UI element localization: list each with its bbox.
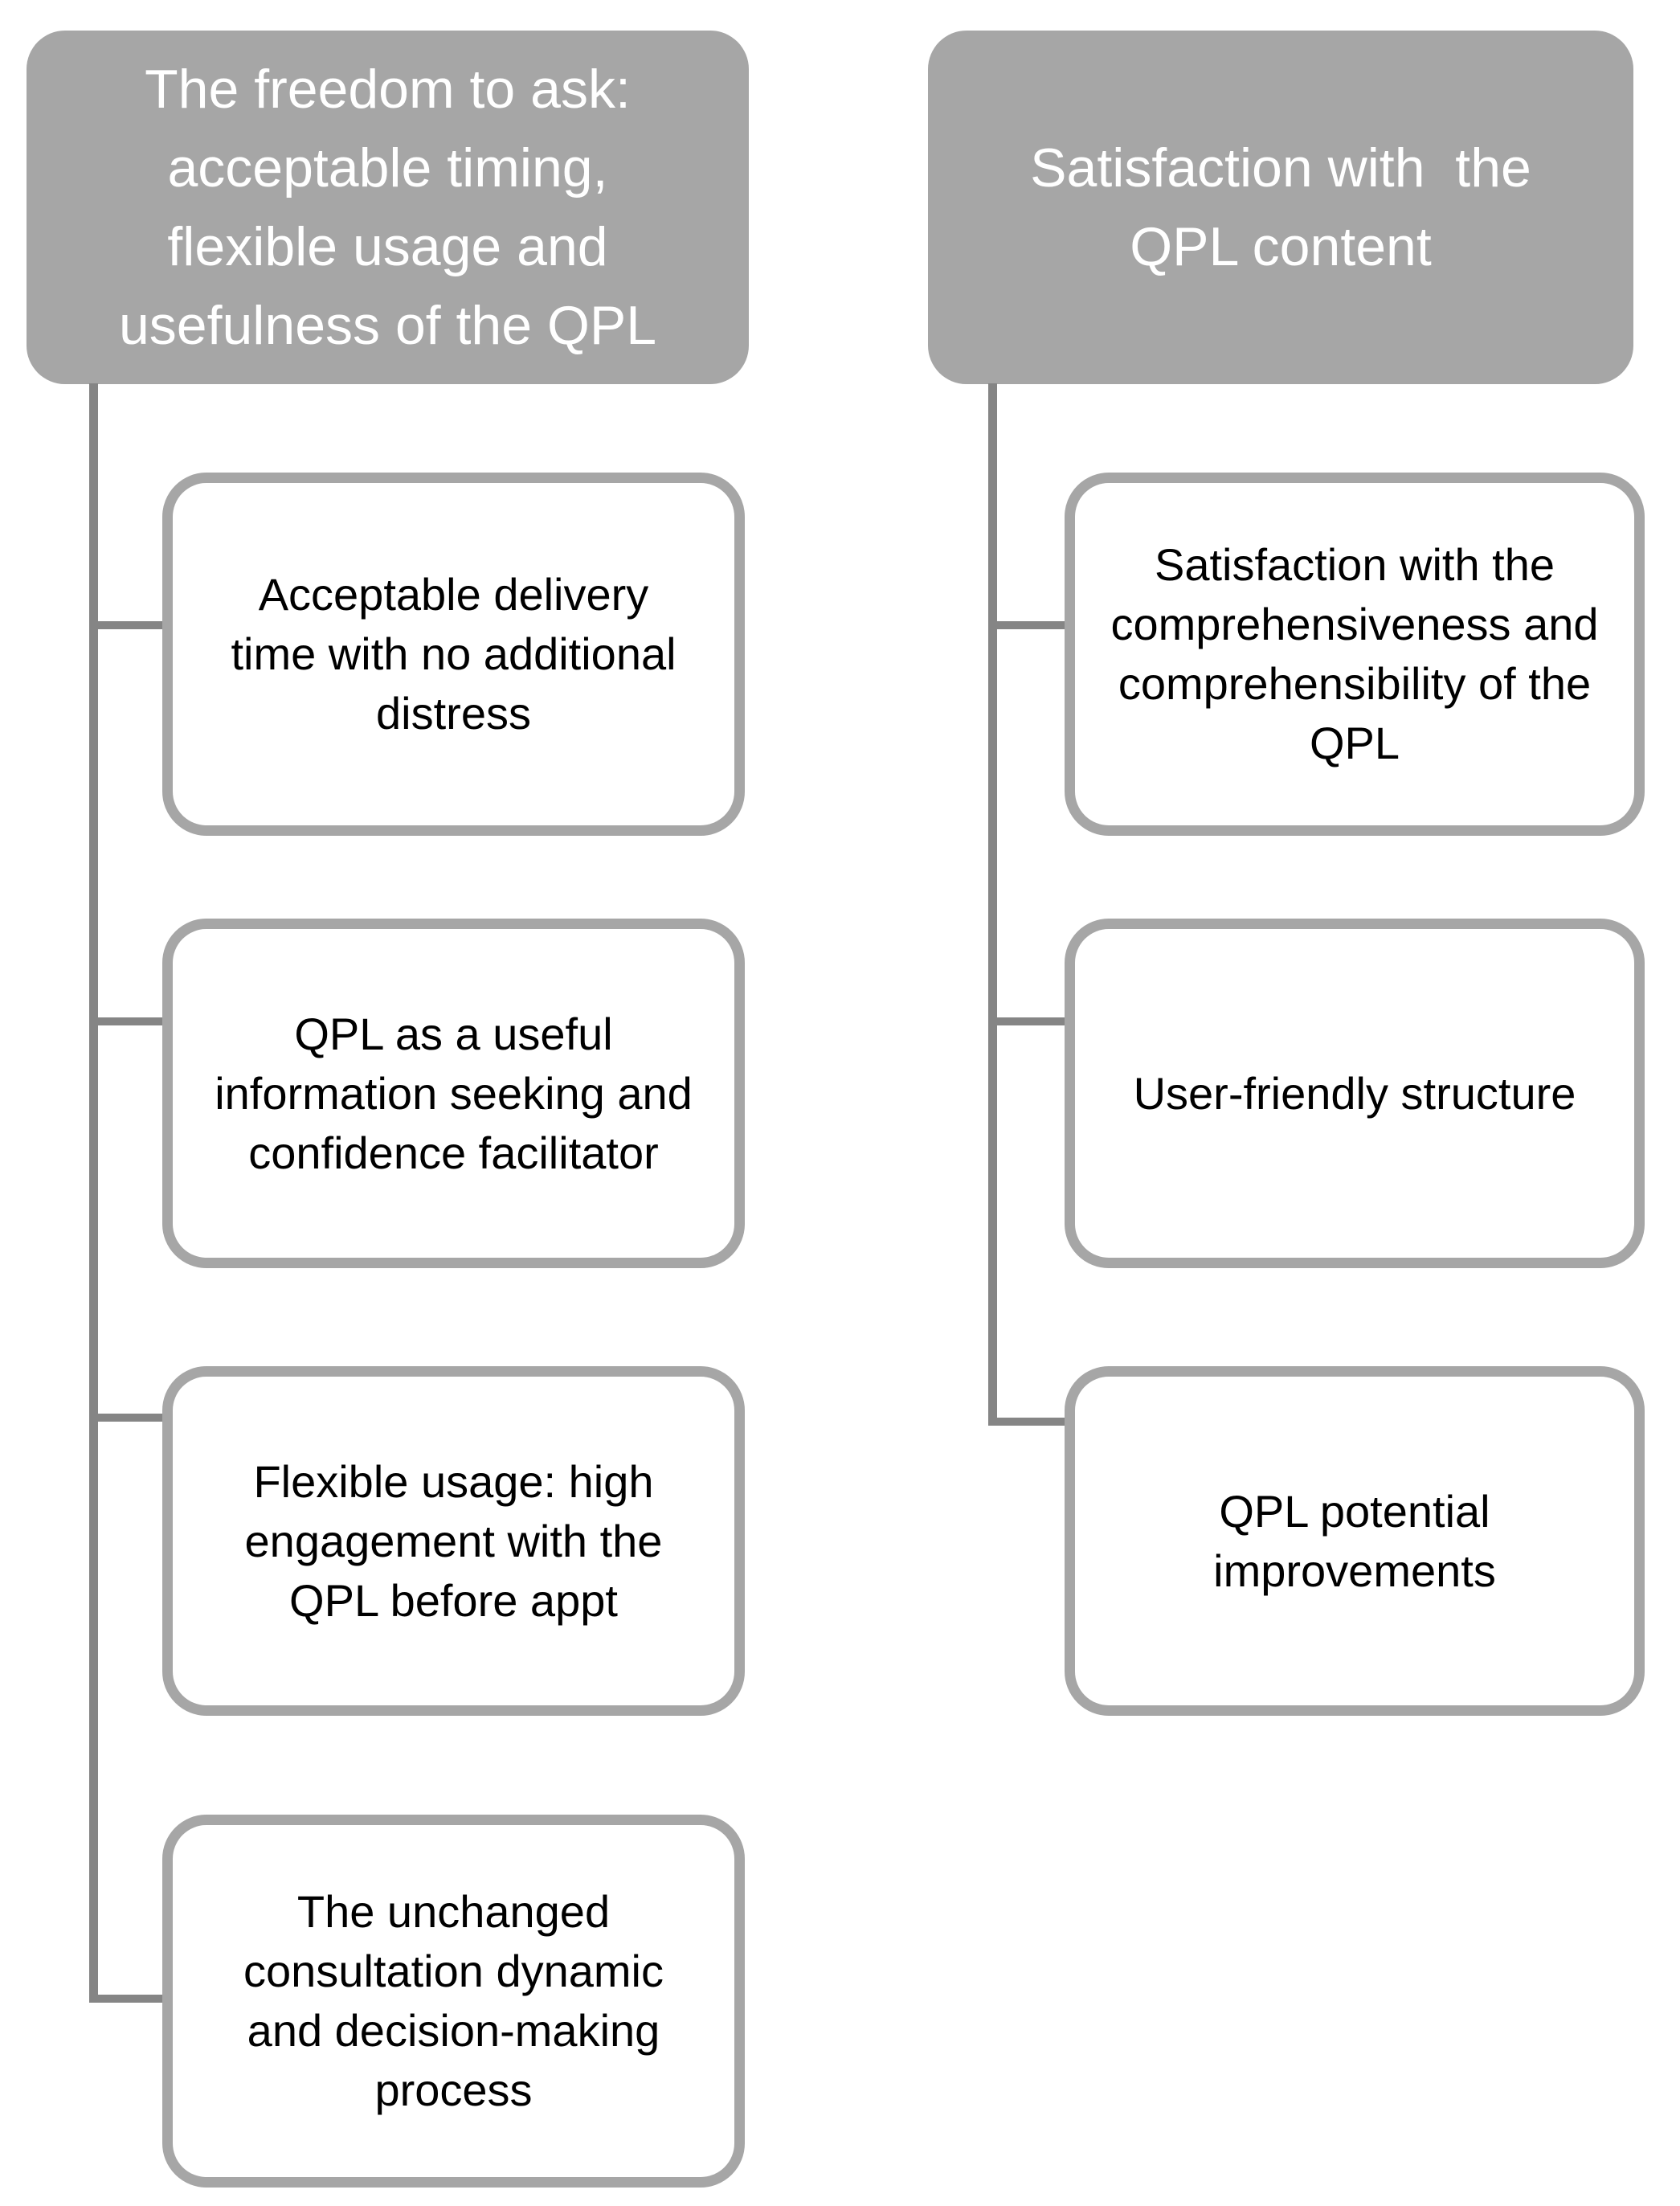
left-connector-elbow-4: [89, 1995, 162, 2003]
right-connector-stub-2: [993, 1017, 1065, 1025]
right-child-box-2: User-friendly structure: [1065, 919, 1645, 1268]
left-child-text-4: The unchanged consultation dynamic and d…: [243, 1886, 664, 2115]
right-connector-elbow-3: [988, 1418, 1065, 1426]
right-child-text-1: Satisfaction with the comprehensiveness …: [1110, 539, 1599, 768]
left-child-box-1: Acceptable delivery time with no additio…: [162, 473, 745, 836]
right-header-text: Satisfaction with the QPL content: [1030, 137, 1531, 277]
right-connector-stub-1: [993, 621, 1065, 629]
left-child-box-4: The unchanged consultation dynamic and d…: [162, 1815, 745, 2188]
left-header-box: The freedom to ask: acceptable timing, f…: [27, 31, 749, 384]
left-child-box-2: QPL as a useful information seeking and …: [162, 919, 745, 1268]
left-child-text-1: Acceptable delivery time with no additio…: [231, 569, 676, 739]
left-child-text-2: QPL as a useful information seeking and …: [215, 1008, 693, 1178]
right-child-box-1: Satisfaction with the comprehensiveness …: [1065, 473, 1645, 836]
left-header-text: The freedom to ask: acceptable timing, f…: [118, 59, 657, 356]
right-header-box: Satisfaction with the QPL content: [928, 31, 1633, 384]
right-child-text-3: QPL potential improvements: [1213, 1485, 1496, 1596]
right-spine-line: [988, 383, 997, 1426]
left-connector-stub-1: [93, 621, 162, 629]
left-connector-stub-2: [93, 1017, 162, 1025]
right-child-text-2: User-friendly structure: [1133, 1067, 1576, 1119]
left-connector-stub-3: [93, 1414, 162, 1422]
left-child-box-3: Flexible usage: high engagement with the…: [162, 1366, 745, 1716]
right-child-box-3: QPL potential improvements: [1065, 1366, 1645, 1716]
left-spine-line: [89, 383, 98, 2003]
left-child-text-3: Flexible usage: high engagement with the…: [244, 1455, 663, 1626]
